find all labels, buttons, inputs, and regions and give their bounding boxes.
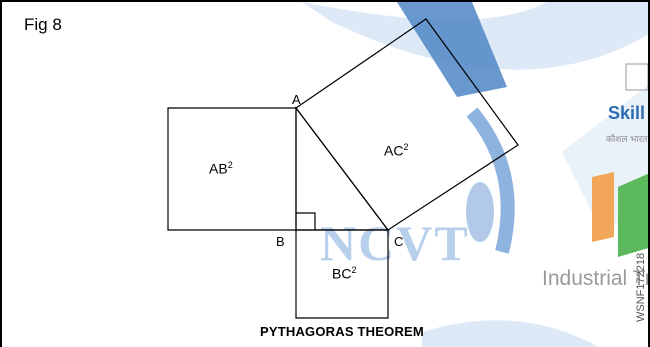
vertex-label-a: A [292,92,301,107]
watermark-orange-block [592,172,614,242]
square-on-ac [295,18,519,231]
watermark-laurel-leaf [466,182,494,242]
square-label-bc-exponent: 2 [351,265,357,275]
vertex-label-c: C [394,234,404,249]
square-label-ac: AC2 [384,142,408,159]
watermark-green-block [618,173,648,257]
figure-label: Fig 8 [24,15,62,34]
square-label-bc: BC2 [332,265,356,282]
square-label-ab-base: AB [209,160,228,177]
vertex-label-b: B [276,234,285,249]
square-label-bc-base: BC [332,265,352,282]
figure-caption: PYTHAGORAS THEOREM [260,324,424,339]
square-label-ab: AB2 [209,160,233,177]
watermark-industrial-text: Industrial Tra [542,267,648,290]
right-angle-marker [296,212,316,230]
watermark-bottom-swoosh [422,320,599,347]
watermark-laurel-branch [466,107,515,254]
watermark-emblem-letter [397,2,507,97]
watermark-logo-box [625,63,648,91]
square-label-ac-base: AC [384,142,404,159]
square-label-ac-exponent: 2 [403,142,409,152]
square-label-ab-exponent: 2 [227,160,233,170]
watermark-skill-text: Skill [608,103,646,123]
right-triangle-abc [295,106,390,231]
watermark-ncvt-text: NCVT [320,215,470,271]
watermark-kaushal-text: कौशल भारत [606,134,648,144]
